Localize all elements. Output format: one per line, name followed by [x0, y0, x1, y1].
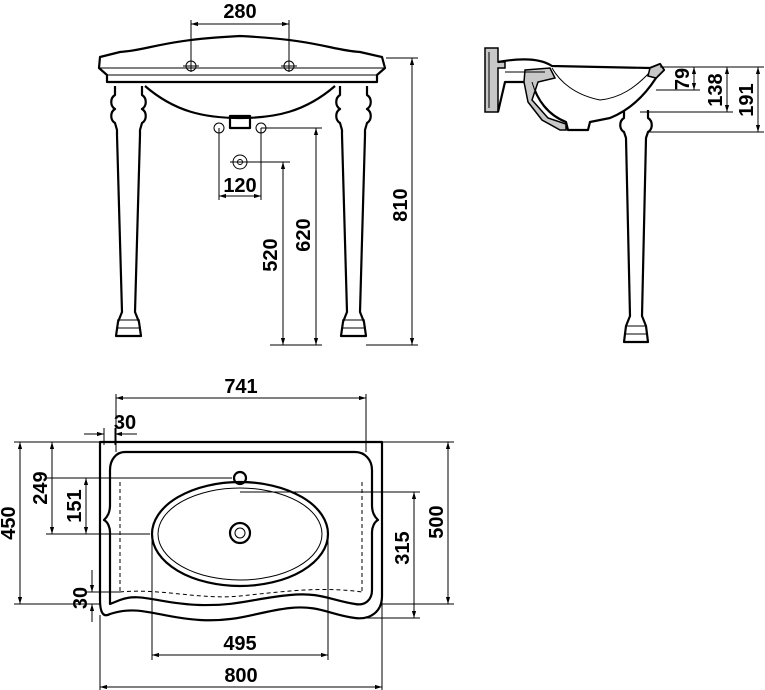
dim-top-inner-width: 741	[115, 376, 367, 452]
top-basin-rim	[102, 450, 380, 607]
dim-label-top-bowl-depth: 315	[392, 531, 414, 564]
dim-total-height: 810	[366, 57, 418, 346]
front-bowl	[144, 85, 336, 120]
top-bowl-outer	[150, 480, 330, 588]
dim-drain-spacing: 120	[218, 128, 262, 200]
dim-top-bowl-width: 495	[151, 534, 329, 660]
dim-top-bottom-offset: 30	[70, 570, 120, 622]
dim-outlet-height: 620	[261, 127, 322, 346]
front-tap-holes	[183, 60, 297, 72]
dim-top-overall-depth: 450	[0, 441, 100, 605]
side-view: 79 138 191	[484, 47, 764, 344]
top-tap-hole	[232, 470, 248, 486]
dim-label-top-tap-hole-distance: 249	[30, 471, 52, 504]
dim-label-top-overall-depth: 450	[0, 506, 20, 539]
dim-tap-spacing: 280	[190, 1, 290, 72]
dim-label-side-rim-height: 191	[736, 83, 758, 116]
dim-drain-height: 520	[250, 161, 290, 346]
side-wall-bracket	[484, 47, 506, 113]
dim-top-bowl-depth: 315	[240, 491, 420, 619]
dim-label-total-height: 810	[390, 188, 412, 221]
dim-label-top-inner-width: 741	[224, 376, 257, 398]
dim-label-top-bowl-width: 495	[223, 633, 256, 655]
dim-label-drain-spacing: 120	[223, 175, 256, 197]
dim-label-side-bowl-depth: 79	[672, 68, 694, 90]
front-right-leg	[335, 86, 372, 338]
dim-label-top-overall-width: 800	[224, 665, 257, 687]
dim-top-tap-hole-distance: 249	[30, 442, 232, 535]
top-basin-outline	[98, 440, 384, 622]
side-leg	[619, 110, 653, 344]
front-drain-outlet	[228, 114, 252, 130]
top-footprint-dashed	[119, 482, 363, 598]
top-bowl-inner	[157, 487, 323, 581]
side-basin-section	[496, 58, 666, 132]
dim-side-inner-depth: 138	[640, 66, 733, 113]
front-basin-top	[97, 34, 387, 84]
dim-top-total-depth: 500	[382, 441, 454, 605]
dim-label-tap-spacing: 280	[223, 1, 256, 23]
dim-label-drain-height: 520	[260, 238, 282, 271]
top-drain-hole	[228, 521, 252, 545]
dim-label-top-total-depth: 500	[426, 505, 448, 538]
front-view: 280 120 520 620 810	[97, 1, 418, 346]
dim-top-edge-offset: 30	[84, 412, 137, 445]
dim-side-bowl-depth: 79	[656, 66, 700, 91]
dim-label-outlet-height: 620	[293, 218, 315, 251]
dim-label-top-bottom-offset: 30	[70, 587, 92, 609]
dim-label-side-inner-depth: 138	[705, 73, 727, 106]
top-view: 741 30 249 151 450	[0, 376, 454, 690]
front-left-leg	[110, 86, 147, 338]
dim-top-overall-width: 800	[99, 596, 383, 690]
dim-label-top-bowl-center-distance: 151	[64, 489, 86, 522]
dim-side-rim-height: 191	[648, 66, 764, 133]
dim-top-bowl-center-distance: 151	[64, 477, 96, 534]
dim-label-top-edge-offset: 30	[114, 412, 136, 434]
